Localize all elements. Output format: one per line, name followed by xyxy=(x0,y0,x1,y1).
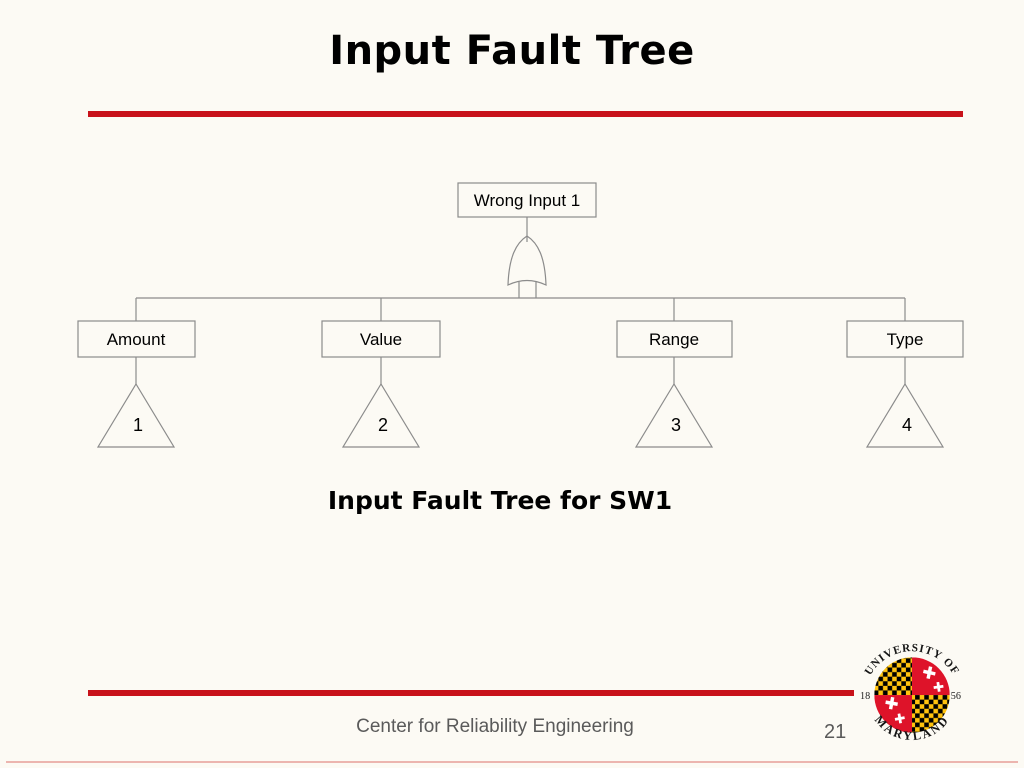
node-label-value: Value xyxy=(360,330,402,349)
transfer-triangle-1-icon xyxy=(96,382,176,448)
page-number: 21 xyxy=(824,721,847,743)
umd-logo: UNIVERSITY OF MARYLAND 18 56 xyxy=(860,642,961,743)
transfer-triangle-4-icon xyxy=(865,382,945,448)
transfer-number-3: 3 xyxy=(671,415,681,435)
bottom-edge-line xyxy=(6,761,1018,763)
footer-text: Center for Reliability Engineering xyxy=(356,716,634,737)
transfer-triangle-3-icon xyxy=(634,382,714,448)
transfer-number-4: 4 xyxy=(902,415,912,435)
transfer-triangle-2-icon xyxy=(341,382,421,448)
logo-year-right: 56 xyxy=(951,691,961,702)
node-label-amount: Amount xyxy=(107,330,166,349)
node-label-range: Range xyxy=(649,330,699,349)
or-gate-icon xyxy=(507,235,547,286)
slide-title: Input Fault Tree xyxy=(329,28,695,74)
transfer-number-2: 2 xyxy=(378,415,388,435)
title-rule xyxy=(88,111,963,117)
diagram-caption: Input Fault Tree for SW1 xyxy=(327,486,673,515)
transfer-number-1: 1 xyxy=(133,415,143,435)
logo-year-left: 18 xyxy=(860,691,870,702)
node-label-wrong-input-1: Wrong Input 1 xyxy=(474,191,580,210)
footer-rule xyxy=(88,690,854,696)
node-label-type: Type xyxy=(887,330,924,349)
